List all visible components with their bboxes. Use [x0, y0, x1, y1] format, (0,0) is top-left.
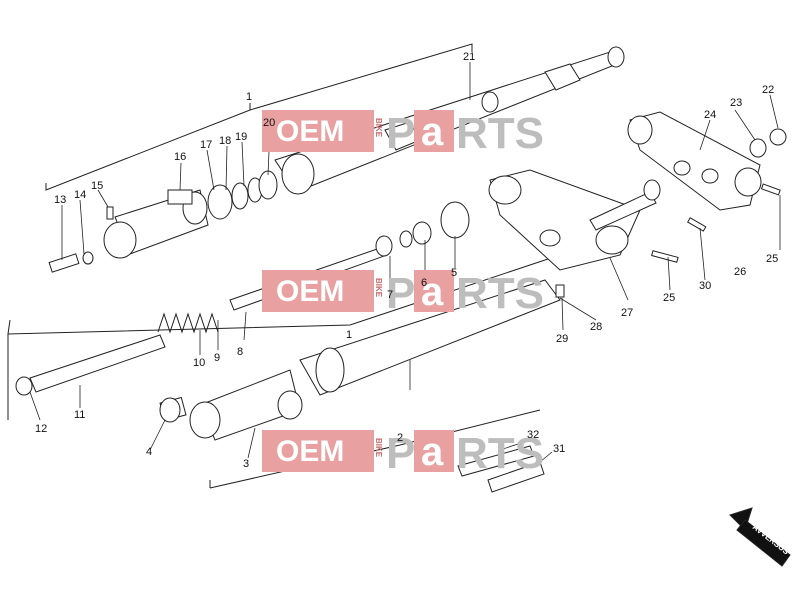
- svg-text:P: P: [386, 269, 415, 318]
- upper-slider-body: [103, 189, 209, 259]
- callout-labels: 1 21 23 22 24 20 18 19 17 16 15 14 13 7 …: [35, 51, 778, 470]
- seal-rings-upper: [207, 170, 278, 220]
- svg-text:a: a: [421, 110, 444, 154]
- callout-1-middle: 1: [346, 329, 352, 341]
- spring-10: [157, 312, 219, 334]
- svg-text:OEM: OEM: [276, 275, 344, 308]
- svg-text:OEM: OEM: [276, 115, 344, 148]
- svg-text:BIKE: BIKE: [374, 438, 383, 458]
- watermark-bottom: OEM BIKE P a RTS: [262, 429, 544, 478]
- upper-triple-clamp-24: [627, 111, 762, 211]
- callout-11: 11: [74, 409, 85, 421]
- svg-text:RTS: RTS: [456, 269, 544, 318]
- callout-4: 4: [146, 446, 152, 458]
- direction-arrow-icon: [729, 507, 791, 567]
- callout-22: 22: [762, 84, 774, 96]
- callout-24: 24: [704, 109, 716, 121]
- group-2-bracket: [209, 409, 541, 489]
- callout-8: 8: [237, 346, 243, 358]
- callout-23: 23: [730, 97, 742, 109]
- callout-2: 2: [397, 432, 403, 444]
- callout-30: 30: [699, 280, 711, 292]
- callout-7: 7: [387, 289, 393, 301]
- svg-text:P: P: [386, 109, 415, 158]
- svg-text:RTS: RTS: [456, 109, 544, 158]
- callout-13: 13: [54, 194, 66, 206]
- svg-text:P: P: [386, 429, 415, 478]
- lower-tube-11: [15, 334, 166, 396]
- callout-18: 18: [219, 135, 231, 147]
- lower-fork-tube: [299, 279, 561, 396]
- callout-14: 14: [74, 189, 86, 201]
- callout-1-top: 1: [246, 91, 252, 103]
- callout-32: 32: [527, 429, 539, 441]
- watermark-top: OEM BIKE P a RTS: [262, 109, 544, 158]
- leader-lines: [29, 62, 781, 463]
- callout-17: 17: [200, 139, 212, 151]
- callout-20: 20: [263, 117, 275, 129]
- reflector-31: [487, 461, 545, 493]
- callout-10: 10: [193, 357, 205, 369]
- svg-text:RTS: RTS: [456, 429, 544, 478]
- svg-text:BIKE: BIKE: [374, 278, 383, 298]
- svg-text:a: a: [421, 270, 444, 314]
- cap-4: [159, 397, 181, 423]
- axle-bolt-13: [48, 206, 114, 273]
- group-1-bracket: [45, 43, 473, 191]
- callout-12: 12: [35, 423, 47, 435]
- callout-26: 26: [734, 266, 746, 278]
- callout-19: 19: [235, 131, 247, 143]
- callout-5: 5: [451, 267, 457, 279]
- svg-text:a: a: [421, 430, 444, 474]
- callout-25-right: 25: [766, 253, 778, 265]
- group-1-lower-bracket: [7, 254, 561, 420]
- callout-3: 3: [243, 458, 249, 470]
- callout-16: 16: [174, 151, 186, 163]
- callout-31: 31: [553, 443, 565, 455]
- lower-triple-clamp-27: [488, 169, 657, 271]
- callout-25-middle: 25: [663, 292, 675, 304]
- watermark-middle: OEM BIKE P a RTS: [262, 269, 544, 318]
- callout-29: 29: [556, 333, 568, 345]
- callout-21: 21: [463, 51, 475, 63]
- callout-9: 9: [214, 352, 220, 364]
- callout-15: 15: [91, 180, 103, 192]
- lower-slider-body: [159, 369, 303, 441]
- callout-28: 28: [590, 321, 602, 333]
- svg-text:BIKE: BIKE: [374, 118, 383, 138]
- callout-27: 27: [621, 307, 633, 319]
- svg-text:OEM: OEM: [276, 435, 344, 468]
- stem-nut-parts: [555, 128, 787, 298]
- reflector-32: [457, 445, 535, 477]
- callout-6: 6: [421, 277, 427, 289]
